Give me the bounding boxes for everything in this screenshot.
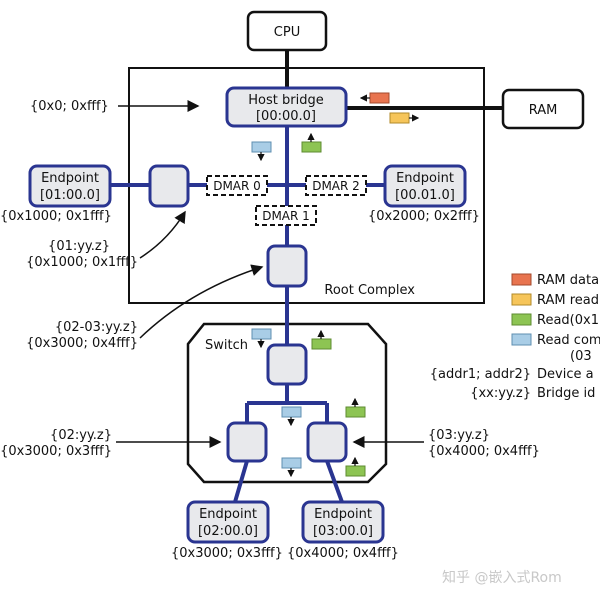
ram-read-packet [389, 112, 410, 124]
endpoint-01-bdf: [01:00.0] [40, 188, 100, 203]
ep-right-range-label: {0x2000; 0x2fff} [368, 209, 480, 224]
ram-data-packet [369, 92, 390, 104]
legend-read-blue-sub: (03 [570, 349, 592, 364]
switch-label: Switch [205, 338, 248, 353]
dmar-2-label: DMAR 2 [312, 179, 360, 193]
endpoint-00-01-bdf: [00.01.0] [395, 188, 455, 203]
endpoint-03-node: Endpoint [03:00.0] [301, 500, 385, 544]
rp1-range-label: {0x1000; 0x1fff} [26, 255, 138, 270]
rp2-id-label: {02-03:yy.z} [55, 320, 138, 335]
watermark: 知乎 @嵌入式Rom [442, 569, 562, 586]
legend-ram-data-swatch [511, 273, 532, 286]
read-request-packet-3 [345, 406, 366, 418]
legend-bridge-id-label: Bridge id [537, 386, 595, 401]
read-completion-packet-1 [251, 141, 272, 153]
legend-read-green-label: Read(0x1 [537, 313, 599, 328]
cpu-node: CPU [246, 10, 328, 52]
address-annotations: {0x0; 0xfff} {0x1000; 0x1fff} {0x2000; 0… [0, 99, 540, 561]
dmar-1-label: DMAR 1 [262, 209, 310, 223]
ep03-range-label: {0x4000; 0x4fff} [287, 546, 399, 561]
legend-device-addr-key: {addr1; addr2} [430, 367, 531, 382]
legend-read-blue-label: Read com [537, 333, 600, 348]
read-completion-packet-3 [281, 406, 302, 418]
root-complex-label: Root Complex [324, 283, 415, 298]
sw-left-range-label: {0x3000; 0x3fff} [0, 444, 112, 459]
root-port-2 [266, 244, 308, 288]
legend-ram-data-label: RAM data [537, 273, 599, 288]
legend-ram-read-label: RAM read [537, 293, 599, 308]
dmar-1: DMAR 1 [255, 205, 317, 226]
endpoint-02-bdf: [02:00.0] [198, 524, 258, 539]
root-port-1 [148, 164, 190, 208]
legend-read-blue-swatch [511, 333, 532, 346]
endpoint-02-node: Endpoint [02:00.0] [186, 500, 270, 544]
dmar-0: DMAR 0 [206, 175, 268, 196]
endpoint-02-title: Endpoint [199, 507, 257, 522]
packet-markers [251, 92, 420, 478]
endpoint-03-bdf: [03:00.0] [313, 524, 373, 539]
endpoint-01-title: Endpoint [41, 171, 99, 186]
endpoint-01-node: Endpoint [01:00.0] [28, 164, 112, 208]
rp2-range-label: {0x3000; 0x4fff} [26, 336, 138, 351]
sw-left-id-label: {02:yy.z} [50, 428, 112, 443]
legend-device-addr-label: Device a [537, 367, 594, 382]
read-completion-packet-4 [281, 457, 302, 469]
read-request-packet-2 [311, 338, 332, 350]
read-completion-packet-2 [251, 328, 272, 340]
ram-node: RAM [501, 88, 585, 130]
sw-right-id-label: {03:yy.z} [428, 428, 490, 443]
legend-read-green-swatch [511, 313, 532, 326]
switch-box [186, 322, 388, 484]
cpu-label: CPU [274, 25, 300, 40]
switch-upstream-port [266, 343, 308, 386]
legend-ram-read-swatch [511, 293, 532, 306]
ep-left-range-label: {0x1000; 0x1fff} [0, 209, 112, 224]
rp1-id-label: {01:yy.z} [48, 239, 110, 254]
host-bridge-bdf: [00:00.0] [256, 109, 316, 124]
endpoint-00-01-title: Endpoint [396, 171, 454, 186]
legend-bridge-id-key: {xx:yy.z} [470, 386, 531, 401]
dmar-2: DMAR 2 [305, 175, 367, 196]
host-bridge-title: Host bridge [248, 93, 323, 108]
host-range-label: {0x0; 0xfff} [30, 99, 109, 114]
dmar-0-label: DMAR 0 [213, 179, 261, 193]
switch-downstream-port-03 [306, 421, 348, 463]
endpoint-00-01-node: Endpoint [00.01.0] [383, 164, 467, 208]
endpoint-03-title: Endpoint [314, 507, 372, 522]
switch-downstream-port-02 [226, 421, 268, 463]
sw-right-range-label: {0x4000; 0x4fff} [428, 444, 540, 459]
ram-label: RAM [529, 103, 558, 118]
ep02-range-label: {0x3000; 0x3fff} [171, 546, 283, 561]
host-bridge-node: Host bridge [00:00.0] [225, 86, 348, 128]
read-request-packet-4 [345, 465, 366, 477]
read-request-packet-1 [301, 141, 322, 153]
legend: RAM data RAM read Read(0x1 Read com (03 … [430, 273, 600, 401]
